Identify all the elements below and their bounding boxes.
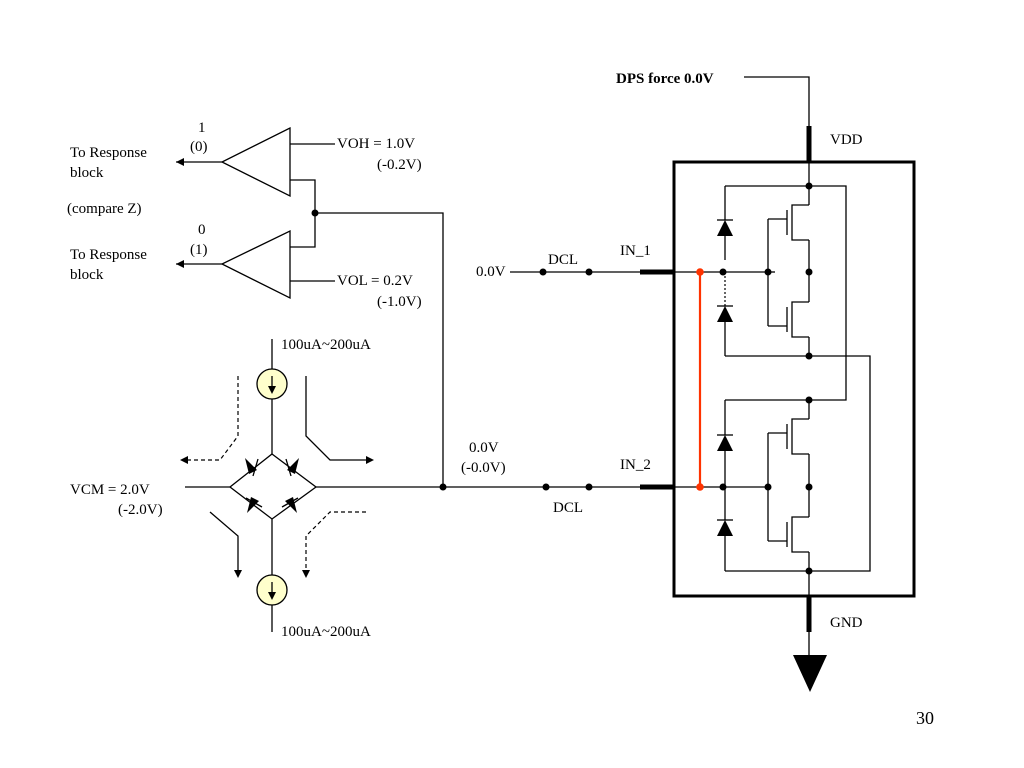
dps-label: DPS force 0.0V: [616, 71, 714, 87]
low-state-label: 0: [198, 222, 206, 238]
vcm-alt-label: (-2.0V): [118, 502, 163, 518]
channel2-voltage-alt-label: (-0.0V): [461, 460, 506, 476]
source-top-label: 100uA~200uA: [281, 337, 371, 353]
comparator-high: [176, 126, 335, 213]
inverter-1: [674, 182, 813, 360]
inverter-2: [674, 396, 813, 575]
high-state-label: 1: [198, 120, 206, 136]
high-state-alt-label: (0): [190, 139, 208, 155]
channel2-pin-label: IN_2: [620, 457, 651, 473]
current-source-top: [256, 339, 288, 454]
channel1-pin-label: IN_1: [620, 243, 651, 259]
gnd-label: GND: [830, 615, 863, 631]
dut-box: [672, 160, 916, 598]
ground-icon: [793, 655, 827, 692]
internal-rails: [808, 162, 871, 596]
channel1-dcl-label: DCL: [548, 252, 578, 268]
channel1-line: [510, 268, 674, 276]
comparator-low: [176, 213, 335, 300]
channel1-voltage-label: 0.0V: [476, 264, 506, 280]
channel2-voltage-label: 0.0V: [469, 440, 499, 456]
compare-note: (compare Z): [67, 201, 142, 217]
vcm-label: VCM = 2.0V: [70, 482, 150, 498]
comparator-input-wire: [311, 209, 444, 487]
page-number: 30: [916, 708, 934, 728]
vol-alt-label: (-1.0V): [377, 294, 422, 310]
source-bottom-label: 100uA~200uA: [281, 624, 371, 640]
vol-label: VOL = 0.2V: [337, 273, 413, 289]
vdd-label: VDD: [830, 132, 863, 148]
diode-bridge: [228, 453, 318, 520]
voh-label: VOH = 1.0V: [337, 136, 415, 152]
dps-connection: [744, 76, 812, 162]
voh-alt-label: (-0.2V): [377, 157, 422, 173]
channel2-dcl-label: DCL: [553, 500, 583, 516]
current-source-bottom: [256, 519, 288, 632]
input-short-wire: [696, 268, 704, 491]
channel2-line: [316, 483, 674, 491]
current-flow-arrows: [180, 376, 374, 578]
ground-connection: [793, 596, 827, 692]
low-state-alt-label: (1): [190, 242, 208, 258]
